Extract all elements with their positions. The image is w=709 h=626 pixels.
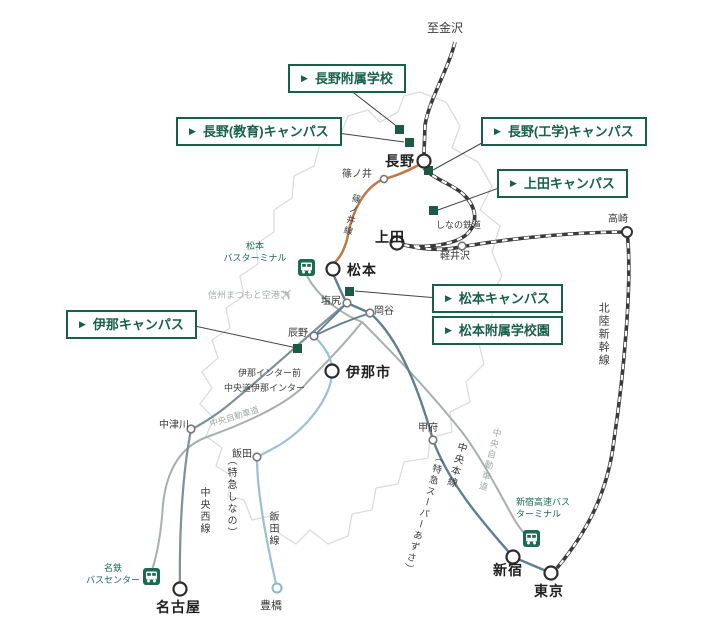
label-meitetsu-bus-center: 名鉄 バスセンター — [85, 563, 140, 585]
campus-link-nagano-fuzoku[interactable]: ▶ 長野附属学校 — [288, 64, 406, 93]
leader-ina-campus — [189, 324, 298, 349]
station-marker-tatsuno — [309, 331, 319, 341]
campus-label: 長野(工学)キャンパス — [507, 124, 634, 139]
label-iida: 飯田 — [232, 449, 252, 460]
station-marker-karuizawa — [457, 241, 467, 251]
label-tokyo: 東京 — [534, 583, 564, 599]
campus-link-matsumoto-fuzoku[interactable]: ▶ 松本附属学校園 — [432, 316, 563, 345]
triangle-icon: ▶ — [189, 126, 196, 136]
label-matsumoto-airport: 信州まつもと空港 — [208, 290, 280, 300]
campus-label: 長野(教育)キャンパス — [202, 124, 329, 139]
station-markers — [172, 153, 633, 597]
triangle-icon: ▶ — [494, 126, 501, 136]
label-to-kanazawa: 至金沢 — [427, 21, 464, 35]
label-ina-inter-mae: 伊那インター前 — [238, 368, 302, 378]
station-marker-ueda — [389, 235, 405, 251]
label-shinjuku: 新宿 — [493, 562, 523, 578]
triangle-icon: ▶ — [445, 293, 452, 303]
label-ina-shi: 伊那市 — [346, 364, 391, 380]
triangle-icon: ▶ — [79, 319, 86, 329]
chuo-expressway-west-road — [151, 275, 364, 571]
station-marker-ina-shi — [324, 363, 340, 379]
station-marker-shinjuku — [505, 549, 521, 565]
campus-link-ueda[interactable]: ▶ 上田キャンパス — [497, 169, 628, 198]
label-shinano-railway: しなの鉄道 — [436, 220, 482, 230]
label-nakatsugawa: 中津川 — [159, 420, 189, 431]
campus-square-nagano-kyoiku — [405, 138, 414, 147]
label-chuo-west-line: 中央西線 — [198, 487, 209, 535]
leader-nagano-kyoiku — [329, 131, 405, 143]
triangle-icon: ▶ — [445, 325, 452, 335]
bus-icon-meitetsu-center — [143, 568, 160, 585]
label-nagoya: 名古屋 — [156, 599, 201, 615]
label-toyohashi: 豊橋 — [260, 600, 282, 612]
campus-label: 長野附属学校 — [314, 71, 393, 86]
station-marker-takasaki — [621, 226, 633, 238]
label-kofu: 甲府 — [418, 423, 438, 434]
chuo-main-line-rail — [332, 275, 552, 575]
station-marker-iida — [252, 452, 262, 462]
station-marker-toyohashi — [271, 582, 283, 594]
campus-label: 松本キャンパス — [458, 291, 550, 306]
label-shinjuku-bus-terminal: 新宿高速バス ターミナル — [516, 497, 571, 519]
campus-label: 伊那キャンパス — [92, 317, 184, 332]
leader-nagano-fuzoku — [349, 89, 400, 129]
label-ueda: 上田 — [375, 229, 405, 245]
station-marker-matsumoto — [325, 261, 341, 277]
campus-link-nagano-kogaku[interactable]: ▶ 長野(工学)キャンパス — [481, 117, 647, 146]
label-karuizawa: 軽井沢 — [440, 251, 470, 262]
label-chuodo-ina-inter: 中央道伊那インター — [224, 383, 306, 393]
station-marker-shinonoi — [379, 174, 389, 184]
label-shinonoi: 篠ノ井 — [342, 169, 372, 180]
label-shiojiri: 塩尻 — [321, 296, 341, 307]
label-okaya: 岡谷 — [374, 306, 394, 317]
station-marker-nagoya — [172, 581, 188, 597]
station-marker-tokyo — [543, 565, 559, 581]
bus-icon-shinjuku-terminal — [523, 530, 540, 547]
label-hokuriku-shinkansen: 北陸新幹線 — [597, 302, 610, 367]
campus-label: 松本附属学校園 — [458, 323, 550, 338]
campus-link-nagano-kyoiku[interactable]: ▶ 長野(教育)キャンパス — [176, 117, 342, 146]
campus-square-ina — [293, 344, 302, 353]
station-marker-nagano — [416, 153, 432, 169]
campus-link-ina[interactable]: ▶ 伊那キャンパス — [66, 310, 197, 339]
station-marker-shiojiri — [342, 298, 352, 308]
campus-square-nagano-fuzoku — [395, 125, 404, 134]
campus-label: 上田キャンパス — [523, 176, 615, 191]
label-iida-line: 飯田線 — [267, 511, 278, 547]
label-tatsuno: 辰野 — [288, 328, 308, 339]
hokuriku-shinkansen-rail-base — [403, 41, 631, 570]
label-ltd-exp-shinano: （特急しなの） — [225, 455, 236, 539]
triangle-icon: ▶ — [510, 178, 517, 188]
label-takasaki: 高崎 — [608, 214, 628, 225]
shinonoi-line-rail — [333, 160, 425, 264]
campus-squares — [293, 125, 438, 353]
label-nagano: 長野 — [385, 153, 415, 169]
campus-link-matsumoto[interactable]: ▶ 松本キャンパス — [432, 284, 563, 313]
bus-icon-matsumoto-terminal — [298, 259, 315, 276]
campus-square-ueda — [429, 206, 438, 215]
label-matsumoto-bus-terminal: 松本 バスターミナル — [223, 241, 287, 263]
campus-square-nagano-kogaku — [424, 166, 433, 175]
station-marker-okaya — [365, 308, 375, 318]
campus-square-matsumoto — [345, 287, 354, 296]
label-matsumoto: 松本 — [347, 262, 377, 278]
station-marker-kofu — [428, 435, 438, 445]
triangle-icon: ▶ — [301, 73, 308, 83]
station-marker-nakatsugawa — [186, 424, 196, 434]
chuo-expressway-east-road — [361, 321, 531, 539]
